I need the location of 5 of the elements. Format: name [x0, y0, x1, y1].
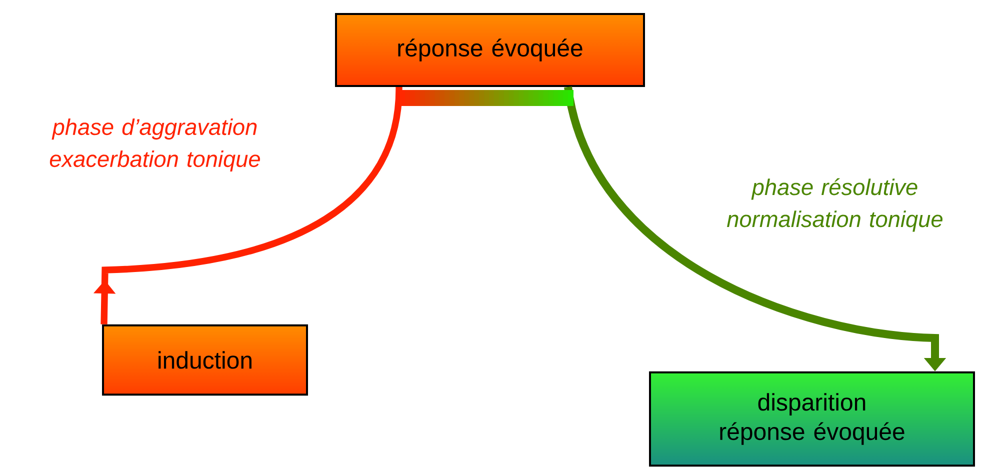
edge-label: phase d’aggravation exacerbation tonique — [50, 118, 260, 172]
process-box: induction — [102, 324, 308, 396]
process-box: disparition réponse évoquée — [649, 371, 975, 467]
edge-label: phase résolutive normalisation tonique — [727, 178, 942, 232]
process-box: réponse évoquée — [335, 13, 645, 87]
